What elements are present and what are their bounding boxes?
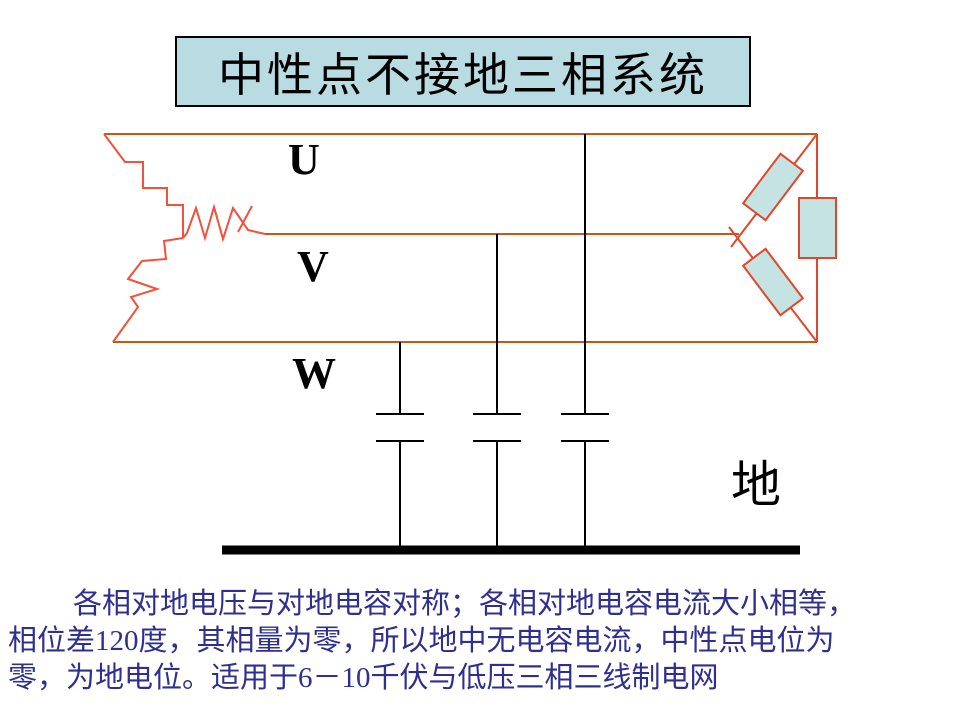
capacitor-v — [473, 234, 521, 548]
phase-lines — [104, 133, 817, 343]
capacitor-w — [376, 342, 424, 548]
description-line: 相位差120度，其相量为零，所以地中无电容电流，中性点电位为 — [8, 625, 835, 657]
winding-v-cross-tick — [237, 205, 253, 233]
capacitor-u — [561, 134, 609, 548]
phase-w-label: W — [292, 349, 336, 398]
load-u-rect — [741, 152, 805, 222]
description-line: 各相对地电压与对地电容对称；各相对地电容电流大小相等， — [73, 588, 857, 620]
slide-title: 中性点不接地三相系统 — [218, 49, 708, 101]
winding-w-zigzag — [112, 237, 184, 343]
winding-u-zigzag — [103, 133, 184, 238]
load-elements — [741, 152, 837, 317]
description-text: 各相对地电压与对地电容对称；各相对地电容电流大小相等， 相位差120度，其相量为… — [8, 586, 956, 697]
ground-label: 地 — [731, 457, 781, 513]
phase-u-label: U — [288, 135, 320, 184]
load-v-rect — [798, 197, 837, 259]
load-w-rect — [741, 247, 805, 317]
ground-capacitors — [376, 134, 609, 548]
source-windings — [103, 133, 266, 343]
winding-v-zigzag — [182, 203, 266, 243]
title-box: 中性点不接地三相系统 — [175, 36, 751, 107]
phase-v-label: V — [297, 242, 329, 291]
description-line: 零，为地电位。适用于6－10千伏与低压三相三线制电网 — [8, 662, 719, 694]
